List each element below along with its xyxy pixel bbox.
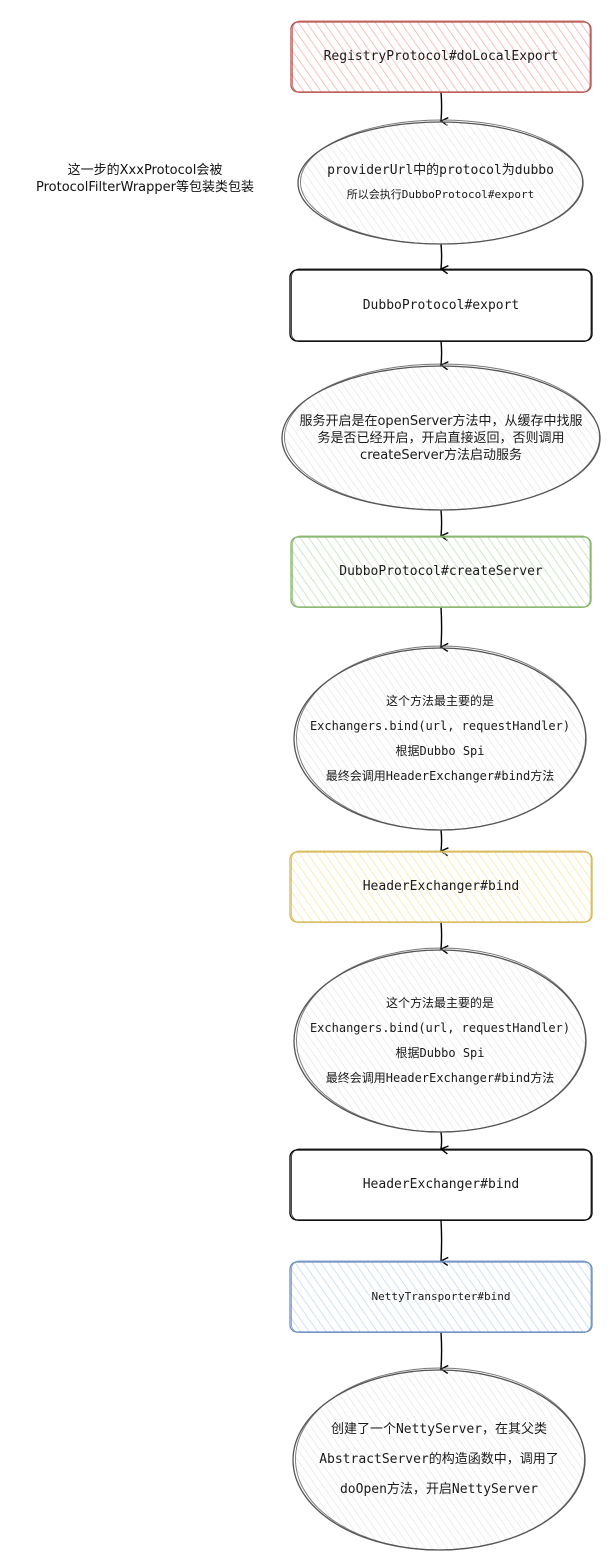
edge-6 bbox=[439, 829, 449, 857]
header-exchanger-bind-2-line-1: HeaderExchanger#bind bbox=[362, 1177, 520, 1192]
open-server-note-sketch-stroke bbox=[284, 363, 600, 511]
provider-url-note-shape bbox=[297, 119, 584, 245]
edge-2 bbox=[439, 243, 449, 275]
header-exchanger-bind-1-outline bbox=[289, 851, 593, 923]
exchangers-bind-note-1-shape bbox=[293, 645, 587, 831]
open-server-note-line-1: 服务开启是在openServer方法中，从缓存中找服 bbox=[299, 413, 583, 429]
exchangers-bind-note-1-line-4: 最终会调用HeaderExchanger#bind方法 bbox=[325, 769, 555, 783]
registry-do-local-export-line-1: RegistryProtocol#doLocalExport bbox=[323, 49, 559, 64]
netty-transporter-bind-label: NettyTransporter#bind bbox=[290, 1262, 592, 1332]
netty-transporter-bind-line-1: NettyTransporter#bind bbox=[371, 1290, 511, 1303]
netty-server-note-line-1: 创建了一个NettyServer，在其父类 bbox=[330, 1422, 548, 1437]
edge-7 bbox=[439, 921, 449, 955]
netty-transporter-bind-sketch-stroke bbox=[291, 1260, 592, 1333]
edge-8 bbox=[439, 1131, 449, 1155]
provider-url-note-line-2: 所以会执行DubboProtocol#export bbox=[346, 188, 535, 201]
registry-do-local-export-outline bbox=[290, 21, 592, 93]
edge-9 bbox=[439, 1219, 449, 1266]
header-exchanger-bind-1-sketch-stroke bbox=[291, 850, 592, 923]
provider-url-note-line-1: providerUrl中的protocol为dubbo bbox=[327, 163, 554, 178]
exchangers-bind-note-2-sketch-stroke bbox=[296, 947, 586, 1133]
exchangers-bind-note-2-label: 这个方法最主要的是 Exchangers.bind(url, requestHan… bbox=[294, 950, 586, 1132]
netty-server-note-label: 创建了一个NettyServer，在其父类 AbstractServer的构造函数… bbox=[293, 1370, 585, 1550]
edge-4 bbox=[439, 509, 449, 542]
registry-do-local-export-sketch-stroke bbox=[292, 20, 591, 93]
exchangers-bind-note-1-label: 这个方法最主要的是 Exchangers.bind(url, requestHan… bbox=[294, 648, 586, 830]
side-note-line-2: ProtocolFilterWrapper等包装类包装 bbox=[35, 180, 254, 195]
dubbo-create-server-line-1: DubboProtocol#createServer bbox=[339, 564, 543, 579]
exchangers-bind-note-2-line-3: 根据Dubbo Spi bbox=[395, 1046, 485, 1060]
netty-server-note-sketch-stroke bbox=[295, 1367, 585, 1551]
exchangers-bind-note-1-line-3: 根据Dubbo Spi bbox=[395, 744, 485, 758]
header-exchanger-bind-2-shape bbox=[289, 1148, 593, 1221]
exchangers-bind-note-1-line-2: Exchangers.bind(url, requestHandler) bbox=[309, 719, 571, 733]
header-exchanger-bind-2-sketch-stroke bbox=[291, 1148, 592, 1221]
netty-transporter-bind-shape bbox=[289, 1260, 593, 1333]
exchangers-bind-note-1-line-1: 这个方法最主要的是 bbox=[385, 694, 494, 708]
header-exchanger-bind-2-outline bbox=[289, 1149, 593, 1221]
edge-5 bbox=[439, 606, 449, 652]
side-note-line-1: 这一步的XxxProtocol会被 bbox=[67, 163, 223, 178]
dubbo-export-sketch-stroke bbox=[291, 268, 592, 342]
open-server-note-label: 服务开启是在openServer方法中，从缓存中找服务是否已经开启，开启直接返回… bbox=[282, 366, 600, 510]
header-exchanger-bind-1-label: HeaderExchanger#bind bbox=[290, 852, 592, 922]
exchangers-bind-note-2-line-1: 这个方法最主要的是 bbox=[385, 996, 494, 1010]
netty-transporter-bind-outline bbox=[289, 1261, 593, 1333]
open-server-note-shape bbox=[281, 363, 601, 511]
netty-server-note-line-2: AbstractServer的构造函数中，调用了 bbox=[319, 1452, 559, 1467]
dubbo-export-shape bbox=[289, 268, 593, 342]
registry-do-local-export-label: RegistryProtocol#doLocalExport bbox=[291, 22, 591, 92]
dubbo-export-line-1: DubboProtocol#export bbox=[362, 297, 520, 313]
registry-do-local-export-shape bbox=[290, 20, 592, 93]
netty-server-note-shape bbox=[292, 1367, 586, 1551]
dubbo-create-server-label: DubboProtocol#createServer bbox=[291, 537, 591, 607]
header-exchanger-bind-1-line-1: HeaderExchanger#bind bbox=[362, 879, 520, 894]
exchangers-bind-note-2-shape bbox=[293, 947, 587, 1133]
open-server-note-line-3: createServer方法启动服务 bbox=[360, 447, 522, 463]
netty-server-note-line-3: doOpen方法，开启NettyServer bbox=[339, 1482, 539, 1497]
edge-1 bbox=[439, 91, 449, 127]
exchangers-bind-note-2-line-2: Exchangers.bind(url, requestHandler) bbox=[309, 1021, 571, 1035]
dubbo-create-server-sketch-stroke bbox=[292, 535, 591, 608]
dubbo-create-server-shape bbox=[290, 535, 592, 608]
provider-url-note-sketch-stroke bbox=[300, 119, 583, 245]
exchangers-bind-note-2-line-4: 最终会调用HeaderExchanger#bind方法 bbox=[325, 1071, 555, 1085]
side-note: 这一步的XxxProtocol会被 ProtocolFilterWrapper等… bbox=[20, 162, 270, 196]
header-exchanger-bind-1-shape bbox=[289, 850, 593, 923]
edge-10 bbox=[439, 1331, 449, 1375]
dubbo-export-outline bbox=[289, 269, 593, 342]
header-exchanger-bind-2-label: HeaderExchanger#bind bbox=[290, 1150, 592, 1220]
open-server-note-line-2: 务是否已经开启，开启直接返回，否则调用 bbox=[317, 430, 565, 446]
dubbo-export-label: DubboProtocol#export bbox=[290, 270, 592, 341]
provider-url-note-label: providerUrl中的protocol为dubbo 所以会执行DubboPro… bbox=[298, 122, 583, 244]
exchangers-bind-note-1-sketch-stroke bbox=[296, 645, 586, 831]
edge-3 bbox=[439, 340, 449, 371]
dubbo-create-server-outline bbox=[290, 536, 592, 608]
